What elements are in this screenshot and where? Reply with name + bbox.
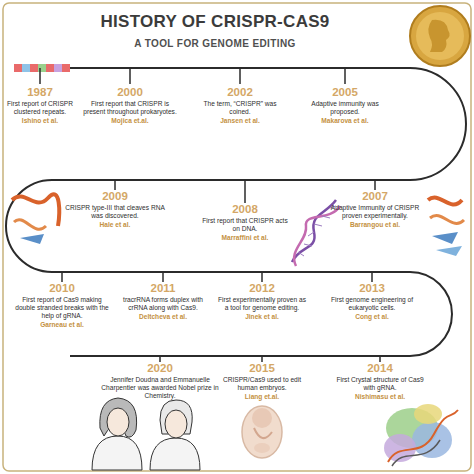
event-year: 2007	[325, 190, 425, 203]
timeline-event: 1987First report of CRISPR clustered rep…	[1, 86, 79, 125]
timeline-event: 2011tracrRNA forms duplex with crRNA alo…	[116, 282, 211, 321]
event-description: First genome engineering of eukaryotic c…	[324, 296, 420, 312]
crystal-structure	[384, 404, 458, 466]
timeline-event: 2010First report of Cas9 making double s…	[12, 282, 112, 329]
event-author: Jinek et al.	[217, 313, 307, 321]
event-author: Cong et al.	[324, 313, 420, 321]
event-year: 2008	[200, 203, 290, 216]
event-year: 2013	[324, 282, 420, 295]
timeline-event: 2002The term, “CRISPR” was coined.Jansen…	[195, 86, 285, 125]
event-year: 2012	[217, 282, 307, 295]
event-description: First report that CRISPR is present thro…	[80, 100, 180, 116]
timeline-event: 2015CRISPR/Cas9 used to edit human embry…	[214, 362, 310, 401]
event-author: Makarova et al.	[299, 117, 391, 125]
event-description: First report of CRISPR clustered repeats…	[1, 100, 79, 116]
protein-ribbon-left	[12, 194, 59, 244]
timeline-path	[6, 68, 466, 356]
subtitle-label: A TOOL FOR GENOME EDITING	[20, 38, 410, 49]
event-description: First report of Cas9 making double stran…	[12, 296, 112, 320]
timeline-ticks	[40, 68, 380, 362]
event-description: Adaptive immunity was proposed.	[299, 100, 391, 116]
nobel-medal	[410, 6, 470, 66]
event-description: Jennifer Doudna and Emmanuelle Charpenti…	[98, 376, 222, 400]
event-author: Jansen et al.	[195, 117, 285, 125]
event-year: 2009	[65, 190, 165, 203]
event-author: Nishimasu et al.	[332, 393, 428, 401]
laureate-portraits	[92, 398, 200, 470]
event-description: tracrRNA forms duplex with crRNA along w…	[116, 296, 211, 312]
event-author: Mojica et.al.	[80, 117, 180, 125]
timeline-event: 2005Adaptive immunity was proposed.Makar…	[299, 86, 391, 125]
timeline-event: 2013First genome engineering of eukaryot…	[324, 282, 420, 321]
timeline-event: 2020Jennifer Doudna and Emmanuelle Charp…	[98, 362, 222, 400]
event-year: 2005	[299, 86, 391, 99]
event-year: 2020	[98, 362, 222, 375]
timeline-event: 2007Adaptive Immunity of CRISPR proven e…	[325, 190, 425, 229]
event-description: First Crystal structure of Cas9 with gRN…	[332, 376, 428, 392]
event-description: The term, “CRISPR” was coined.	[195, 100, 285, 116]
timeline-event: 2000First report that CRISPR is present …	[80, 86, 180, 125]
human-embryo	[242, 406, 282, 458]
event-author: Garneau et al.	[12, 321, 112, 329]
event-year: 2014	[332, 362, 428, 375]
timeline-event: 2012First experimentally proven as a too…	[217, 282, 307, 321]
event-author: Barrangou et al.	[325, 221, 425, 229]
event-year: 1987	[1, 86, 79, 99]
event-year: 2011	[116, 282, 211, 295]
event-description: CRISPR type-III that cleaves RNA was dis…	[65, 204, 165, 220]
event-year: 2010	[12, 282, 112, 295]
event-year: 2002	[195, 86, 285, 99]
event-description: First experimentally proven as a tool fo…	[217, 296, 307, 312]
event-author: Deltcheva et al.	[116, 313, 211, 321]
protein-ribbon-right	[428, 197, 464, 256]
timeline-event: 2009CRISPR type-III that cleaves RNA was…	[65, 190, 165, 229]
event-author: Liang et.al.	[214, 393, 310, 401]
page-frame	[3, 3, 471, 471]
event-author: Ishino et al.	[1, 117, 79, 125]
event-author: Marraffini et al.	[200, 234, 290, 242]
event-year: 2000	[80, 86, 180, 99]
event-description: Adaptive Immunity of CRISPR proven exper…	[325, 204, 425, 220]
timeline-event: 2008First report that CRISPR acts on DNA…	[200, 203, 290, 242]
event-description: First report that CRISPR acts on DNA.	[200, 217, 290, 233]
crispr-repeat-bar	[14, 64, 70, 72]
timeline-event: 2014First Crystal structure of Cas9 with…	[332, 362, 428, 401]
diagram-title: HISTORY OF CRISPR-CAS9	[20, 12, 410, 32]
event-year: 2015	[214, 362, 310, 375]
event-description: CRISPR/Cas9 used to edit human embryos.	[214, 376, 310, 392]
event-author: Hale et al.	[65, 221, 165, 229]
